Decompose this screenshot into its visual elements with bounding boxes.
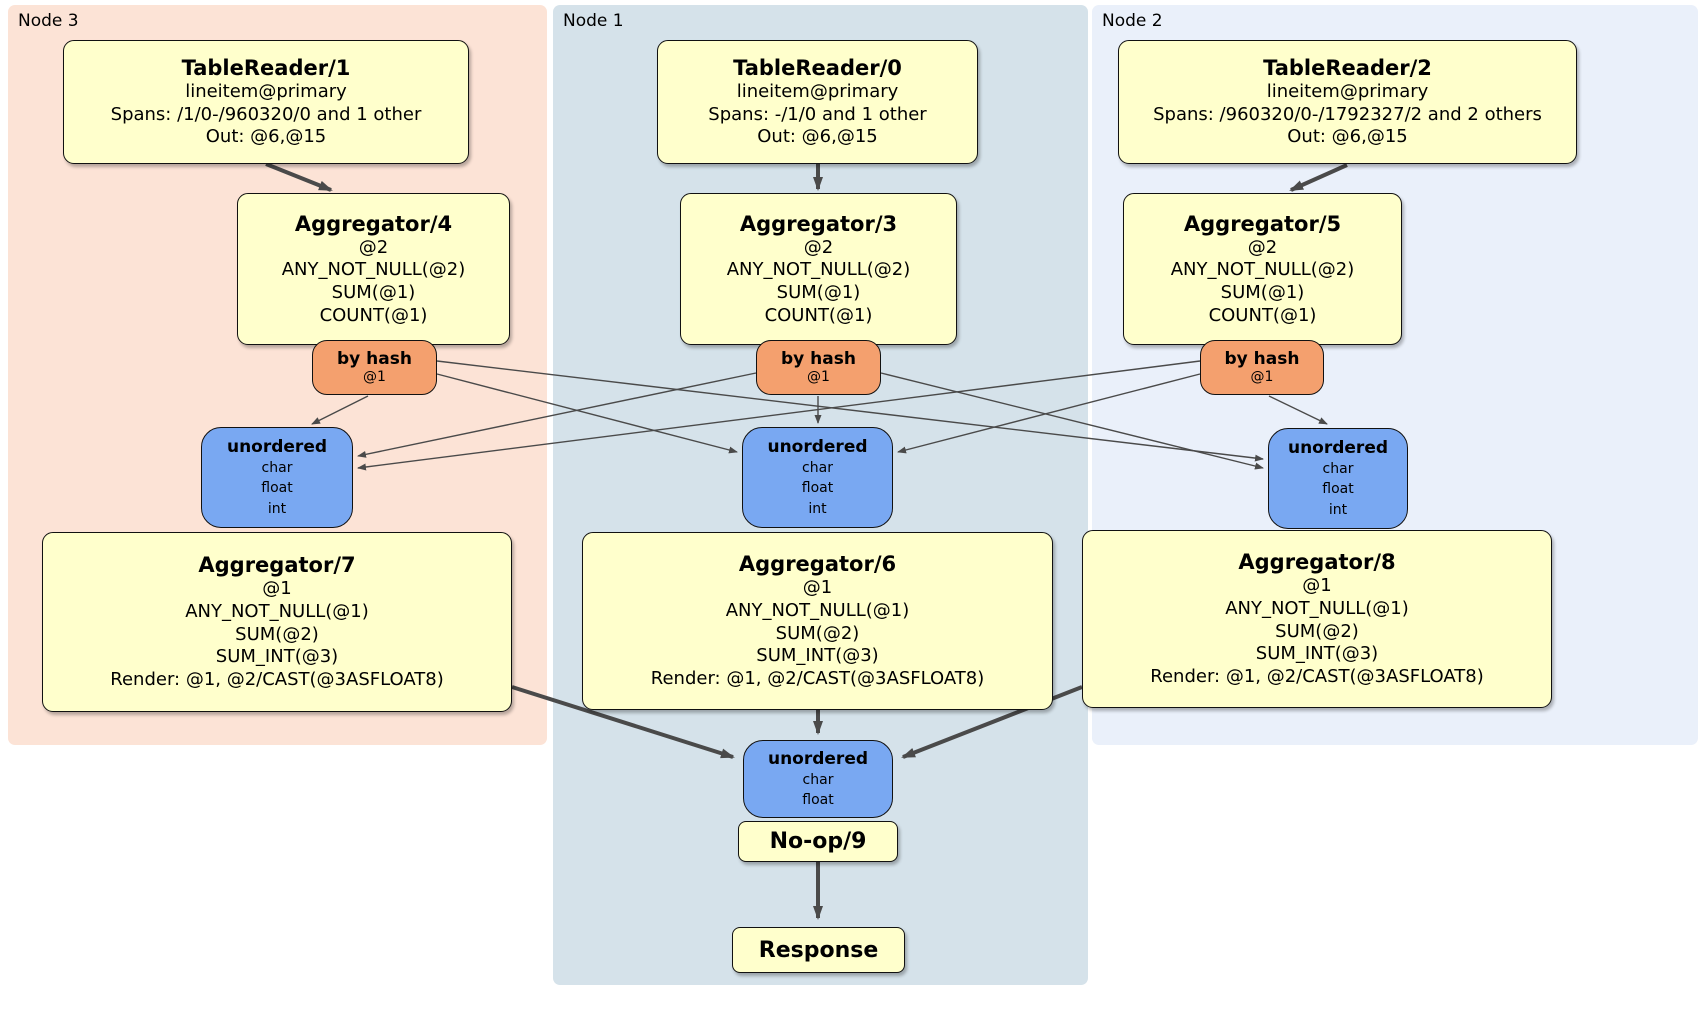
aggregator-6-box: Aggregator/6 @1 ANY_NOT_NULL(@1) SUM(@2)… (582, 532, 1053, 710)
aggregator-4-box: Aggregator/4 @2 ANY_NOT_NULL(@2) SUM(@1)… (237, 193, 510, 345)
box-line: SUM(@1) (331, 282, 416, 304)
box-line: Spans: -/1/0 and 1 other (708, 103, 927, 125)
box-line: SUM(@2) (775, 622, 860, 644)
box-title: by hash (1224, 348, 1300, 369)
sync-unordered-right: unordered char float int (1268, 428, 1408, 529)
box-line: char (802, 460, 833, 477)
box-line: Render: @1, @2/CAST(@3ASFLOAT8) (650, 668, 985, 690)
box-title: Aggregator/3 (739, 211, 898, 236)
box-line: Spans: /1/0-/960320/0 and 1 other (110, 103, 422, 125)
box-line: ANY_NOT_NULL(@1) (725, 600, 910, 622)
box-line: SUM_INT(@3) (1255, 643, 1379, 665)
box-line: Spans: /960320/0-/1792327/2 and 2 others (1153, 103, 1542, 125)
box-title: No-op/9 (769, 829, 867, 854)
box-line: @1 (262, 578, 292, 600)
box-line: @1 (807, 368, 830, 385)
box-title: by hash (781, 348, 856, 369)
box-line: float (801, 480, 834, 497)
aggregator-5-box: Aggregator/5 @2 ANY_NOT_NULL(@2) SUM(@1)… (1123, 193, 1402, 345)
box-line: lineitem@primary (185, 81, 347, 103)
sync-unordered-final: unordered char float (743, 740, 893, 818)
box-line: SUM_INT(@3) (215, 646, 339, 668)
box-title: Aggregator/5 (1183, 211, 1342, 236)
box-line: Render: @1, @2/CAST(@3ASFLOAT8) (110, 669, 444, 691)
aggregator-3-box: Aggregator/3 @2 ANY_NOT_NULL(@2) SUM(@1)… (680, 193, 957, 345)
sync-unordered-left: unordered char float int (201, 427, 353, 528)
box-line: SUM_INT(@3) (756, 645, 879, 667)
box-line: @2 (1247, 236, 1278, 258)
box-line: Out: @6,@15 (205, 126, 327, 148)
node2-label: Node 2 (1102, 11, 1163, 31)
box-line: SUM(@2) (235, 623, 319, 645)
node3-label: Node 3 (18, 11, 79, 31)
box-line: SUM(@1) (776, 282, 861, 304)
table-reader-1-box: TableReader/1 lineitem@primary Spans: /1… (63, 40, 469, 164)
box-title: unordered (226, 437, 328, 457)
box-line: COUNT(@1) (764, 304, 873, 326)
box-line: Out: @6,@15 (1287, 126, 1408, 148)
box-line: @1 (363, 368, 386, 385)
noop-box: No-op/9 (738, 821, 898, 862)
box-title: Aggregator/8 (1238, 550, 1396, 575)
router-by-hash-right: by hash @1 (1200, 340, 1324, 395)
box-line: ANY_NOT_NULL(@2) (726, 259, 911, 281)
box-line: ANY_NOT_NULL(@1) (185, 601, 369, 623)
box-title: Aggregator/7 (198, 553, 356, 578)
box-line: float (261, 480, 293, 497)
aggregator-8-box: Aggregator/8 @1 ANY_NOT_NULL(@1) SUM(@2)… (1082, 530, 1552, 708)
box-line: int (1328, 501, 1348, 518)
box-line: char (802, 771, 834, 788)
box-line: Render: @1, @2/CAST(@3ASFLOAT8) (1150, 666, 1484, 688)
box-line: COUNT(@1) (319, 304, 428, 326)
box-title: TableReader/2 (1263, 55, 1432, 80)
box-line: int (808, 500, 827, 517)
box-title: Aggregator/6 (738, 552, 897, 577)
box-title: unordered (1287, 438, 1389, 458)
box-line: float (1322, 481, 1354, 498)
table-reader-2-box: TableReader/2 lineitem@primary Spans: /9… (1118, 40, 1577, 164)
box-title: TableReader/1 (181, 55, 351, 80)
box-line: ANY_NOT_NULL(@1) (1225, 598, 1409, 620)
box-title: TableReader/0 (733, 55, 902, 80)
box-line: @1 (802, 577, 833, 599)
box-line: lineitem@primary (1266, 81, 1429, 103)
box-line: int (267, 500, 287, 517)
sync-unordered-center: unordered char float int (742, 427, 893, 528)
box-line: char (1322, 461, 1354, 478)
box-line: ANY_NOT_NULL(@2) (281, 259, 466, 281)
box-title: Response (758, 937, 879, 963)
box-line: @2 (358, 236, 389, 258)
box-line: char (261, 460, 293, 477)
box-line: Out: @6,@15 (757, 126, 878, 148)
box-title: Aggregator/4 (294, 211, 453, 236)
box-line: ANY_NOT_NULL(@2) (1170, 259, 1355, 281)
aggregator-7-box: Aggregator/7 @1 ANY_NOT_NULL(@1) SUM(@2)… (42, 532, 512, 712)
router-by-hash-left: by hash @1 (312, 340, 437, 395)
box-line: float (802, 792, 834, 809)
box-line: @1 (1302, 575, 1332, 597)
node1-label: Node 1 (563, 11, 624, 31)
box-line: COUNT(@1) (1208, 304, 1317, 326)
box-line: @1 (1250, 368, 1274, 385)
box-title: unordered (767, 437, 868, 457)
box-line: SUM(@1) (1220, 282, 1305, 304)
table-reader-0-box: TableReader/0 lineitem@primary Spans: -/… (657, 40, 978, 164)
box-line: lineitem@primary (736, 81, 899, 103)
response-box: Response (732, 927, 905, 973)
box-title: by hash (337, 348, 412, 369)
box-line: @2 (803, 236, 834, 258)
box-title: unordered (767, 748, 869, 769)
router-by-hash-center: by hash @1 (756, 340, 881, 395)
box-line: SUM(@2) (1275, 620, 1359, 642)
